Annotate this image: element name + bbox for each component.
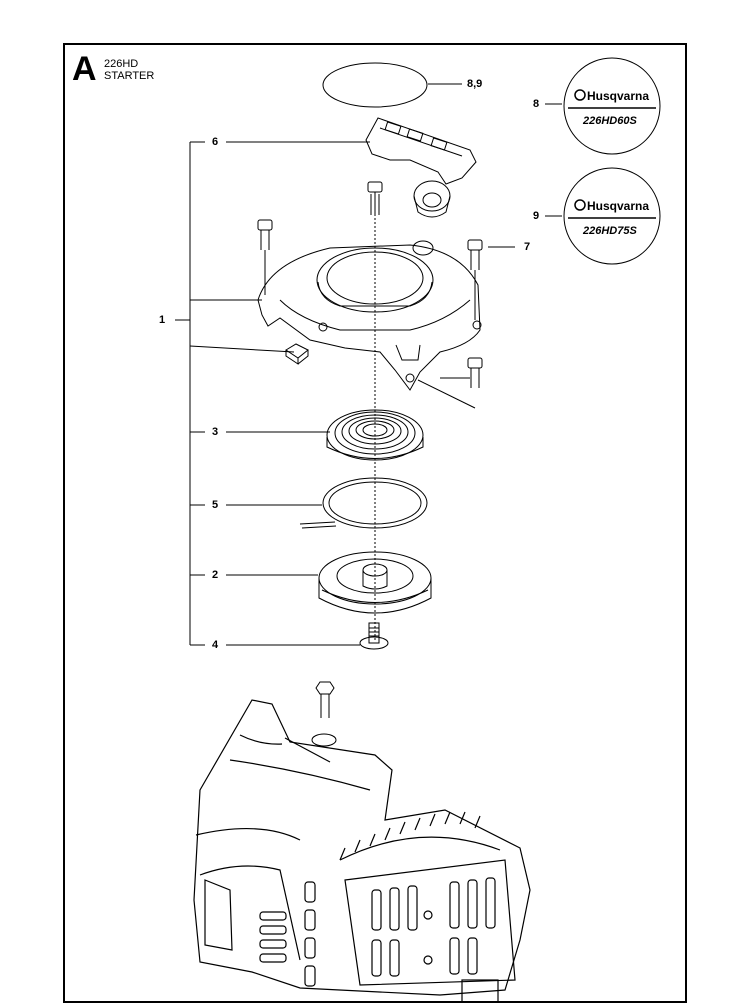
decal-disc (322, 62, 428, 108)
model-title: 226HD (104, 58, 139, 70)
callout-6: 6 (212, 136, 219, 148)
engine-cover (193, 699, 531, 1003)
starter-handle (365, 117, 477, 218)
starter-rope (299, 477, 428, 529)
decal-9-brand: Husqvarna (587, 199, 649, 213)
callout-4: 4 (212, 639, 219, 651)
diagram-frame (63, 43, 687, 1003)
decal-9 (563, 167, 661, 265)
recoil-spring (326, 409, 424, 461)
callout-7: 7 (524, 241, 531, 253)
decal-8-logo: Husqvarna (574, 89, 649, 103)
callout-3: 3 (212, 426, 219, 438)
cover-fastener (311, 681, 337, 747)
callout-5: 5 (212, 499, 219, 511)
decal-9-model: 226HD75S (582, 225, 637, 237)
decal-8 (563, 57, 661, 155)
section-title: STARTER (104, 70, 155, 82)
starter-housing (257, 240, 482, 391)
decal-9-logo: Husqvarna (574, 199, 649, 213)
screw-lower-right (417, 357, 483, 409)
screw-left (257, 219, 273, 295)
center-screw (359, 622, 389, 650)
section-letter: A (72, 50, 97, 88)
rope-pulley (318, 551, 432, 614)
callout-9: 9 (533, 210, 540, 222)
callout-8-9: 8,9 (467, 78, 483, 90)
screw-7 (467, 239, 483, 320)
screw-top (367, 181, 383, 215)
decal-8-brand: Husqvarna (587, 89, 649, 103)
decal-8-model: 226HD60S (582, 115, 637, 127)
callout-8: 8 (533, 98, 540, 110)
square-nut (285, 343, 309, 365)
callout-2: 2 (212, 569, 219, 581)
callout-bracket-1 (175, 141, 295, 646)
callout-1: 1 (159, 314, 166, 326)
